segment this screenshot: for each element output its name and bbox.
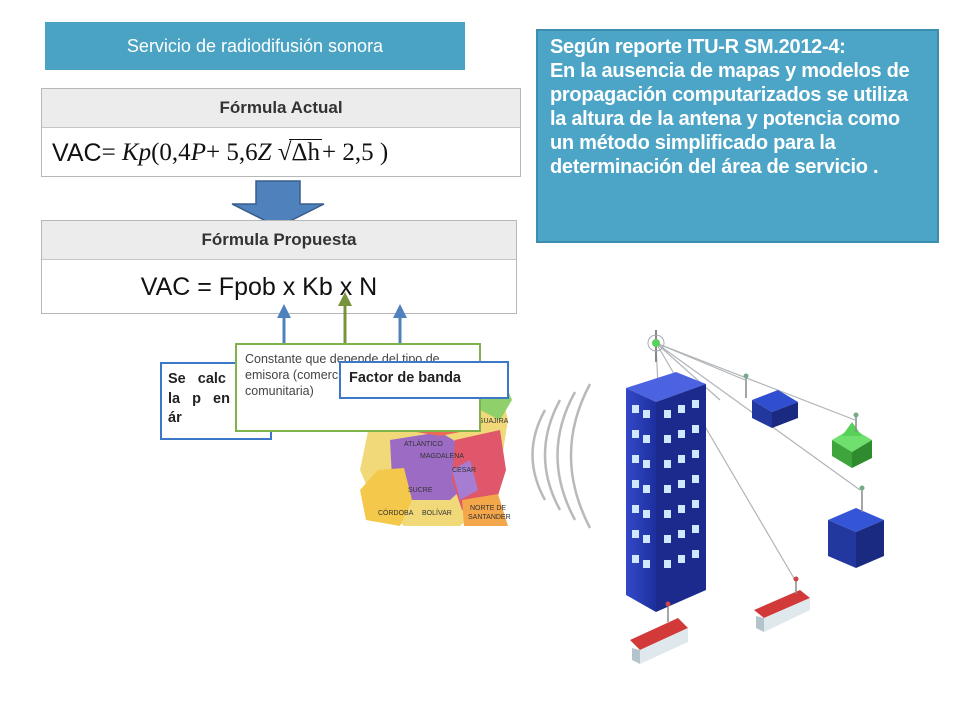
- formula-part2: + 5,6: [205, 139, 258, 166]
- arrow-constant: [338, 292, 352, 345]
- formula-z: Z: [257, 139, 272, 166]
- green-house-icon: [832, 412, 872, 468]
- tall-building: [626, 372, 706, 612]
- formula-delta-h: Δh: [289, 139, 323, 167]
- down-arrow-icon: [231, 180, 325, 228]
- map-label-santander: SANTANDER: [468, 514, 511, 521]
- map-label-magdalena: MAGDALENA: [420, 453, 464, 460]
- blue-house-icon: [743, 373, 798, 428]
- red-house-icon-1: [630, 601, 688, 664]
- proposed-formula-header: Fórmula Propuesta: [42, 221, 516, 260]
- proposed-formula-expression: VAC = Fpob x Kb x N: [140, 272, 378, 301]
- red-house-icon-2: [754, 576, 810, 632]
- antenna-icon: [647, 330, 665, 362]
- map-label-sucre: SUCRE: [408, 487, 433, 494]
- radio-waves: [531, 383, 592, 529]
- map-label-norte-de: NORTE DE: [470, 505, 506, 512]
- sqrt-symbol: √: [277, 139, 292, 166]
- itu-report-note: Según reporte ITU-R SM.2012-4: En la aus…: [536, 29, 939, 243]
- itu-note-body: En la ausencia de mapas y modelos de pro…: [550, 60, 910, 178]
- formula-vac: VAC: [52, 138, 102, 167]
- map-label-guajira: GUAJIRA: [478, 418, 509, 425]
- map-label-bolivar: BOLÍVAR: [422, 508, 452, 517]
- map-label-cordoba: CÓRDOBA: [378, 508, 414, 517]
- band-factor-callout: Factor de banda: [339, 361, 509, 399]
- formula-p: P: [190, 139, 206, 166]
- formula-kp: Kp: [121, 139, 152, 166]
- service-title: Servicio de radiodifusión sonora: [126, 35, 384, 56]
- blue-tank-icon: [828, 485, 884, 568]
- map-label-atlantico: ATLÁNTICO: [404, 439, 443, 448]
- formula-part1: (0,4: [151, 139, 191, 166]
- service-title-banner: Servicio de radiodifusión sonora: [45, 22, 465, 70]
- proposed-formula-box: Fórmula Propuesta VAC = Fpob x Kb x N: [41, 220, 517, 314]
- map-label-cesar: CESAR: [452, 467, 476, 474]
- itu-note-heading: Según reporte ITU-R SM.2012-4:: [550, 36, 846, 58]
- current-formula-header: Fórmula Actual: [42, 89, 520, 128]
- formula-part3: + 2,5 ): [322, 139, 389, 166]
- formula-equals: =: [101, 139, 116, 166]
